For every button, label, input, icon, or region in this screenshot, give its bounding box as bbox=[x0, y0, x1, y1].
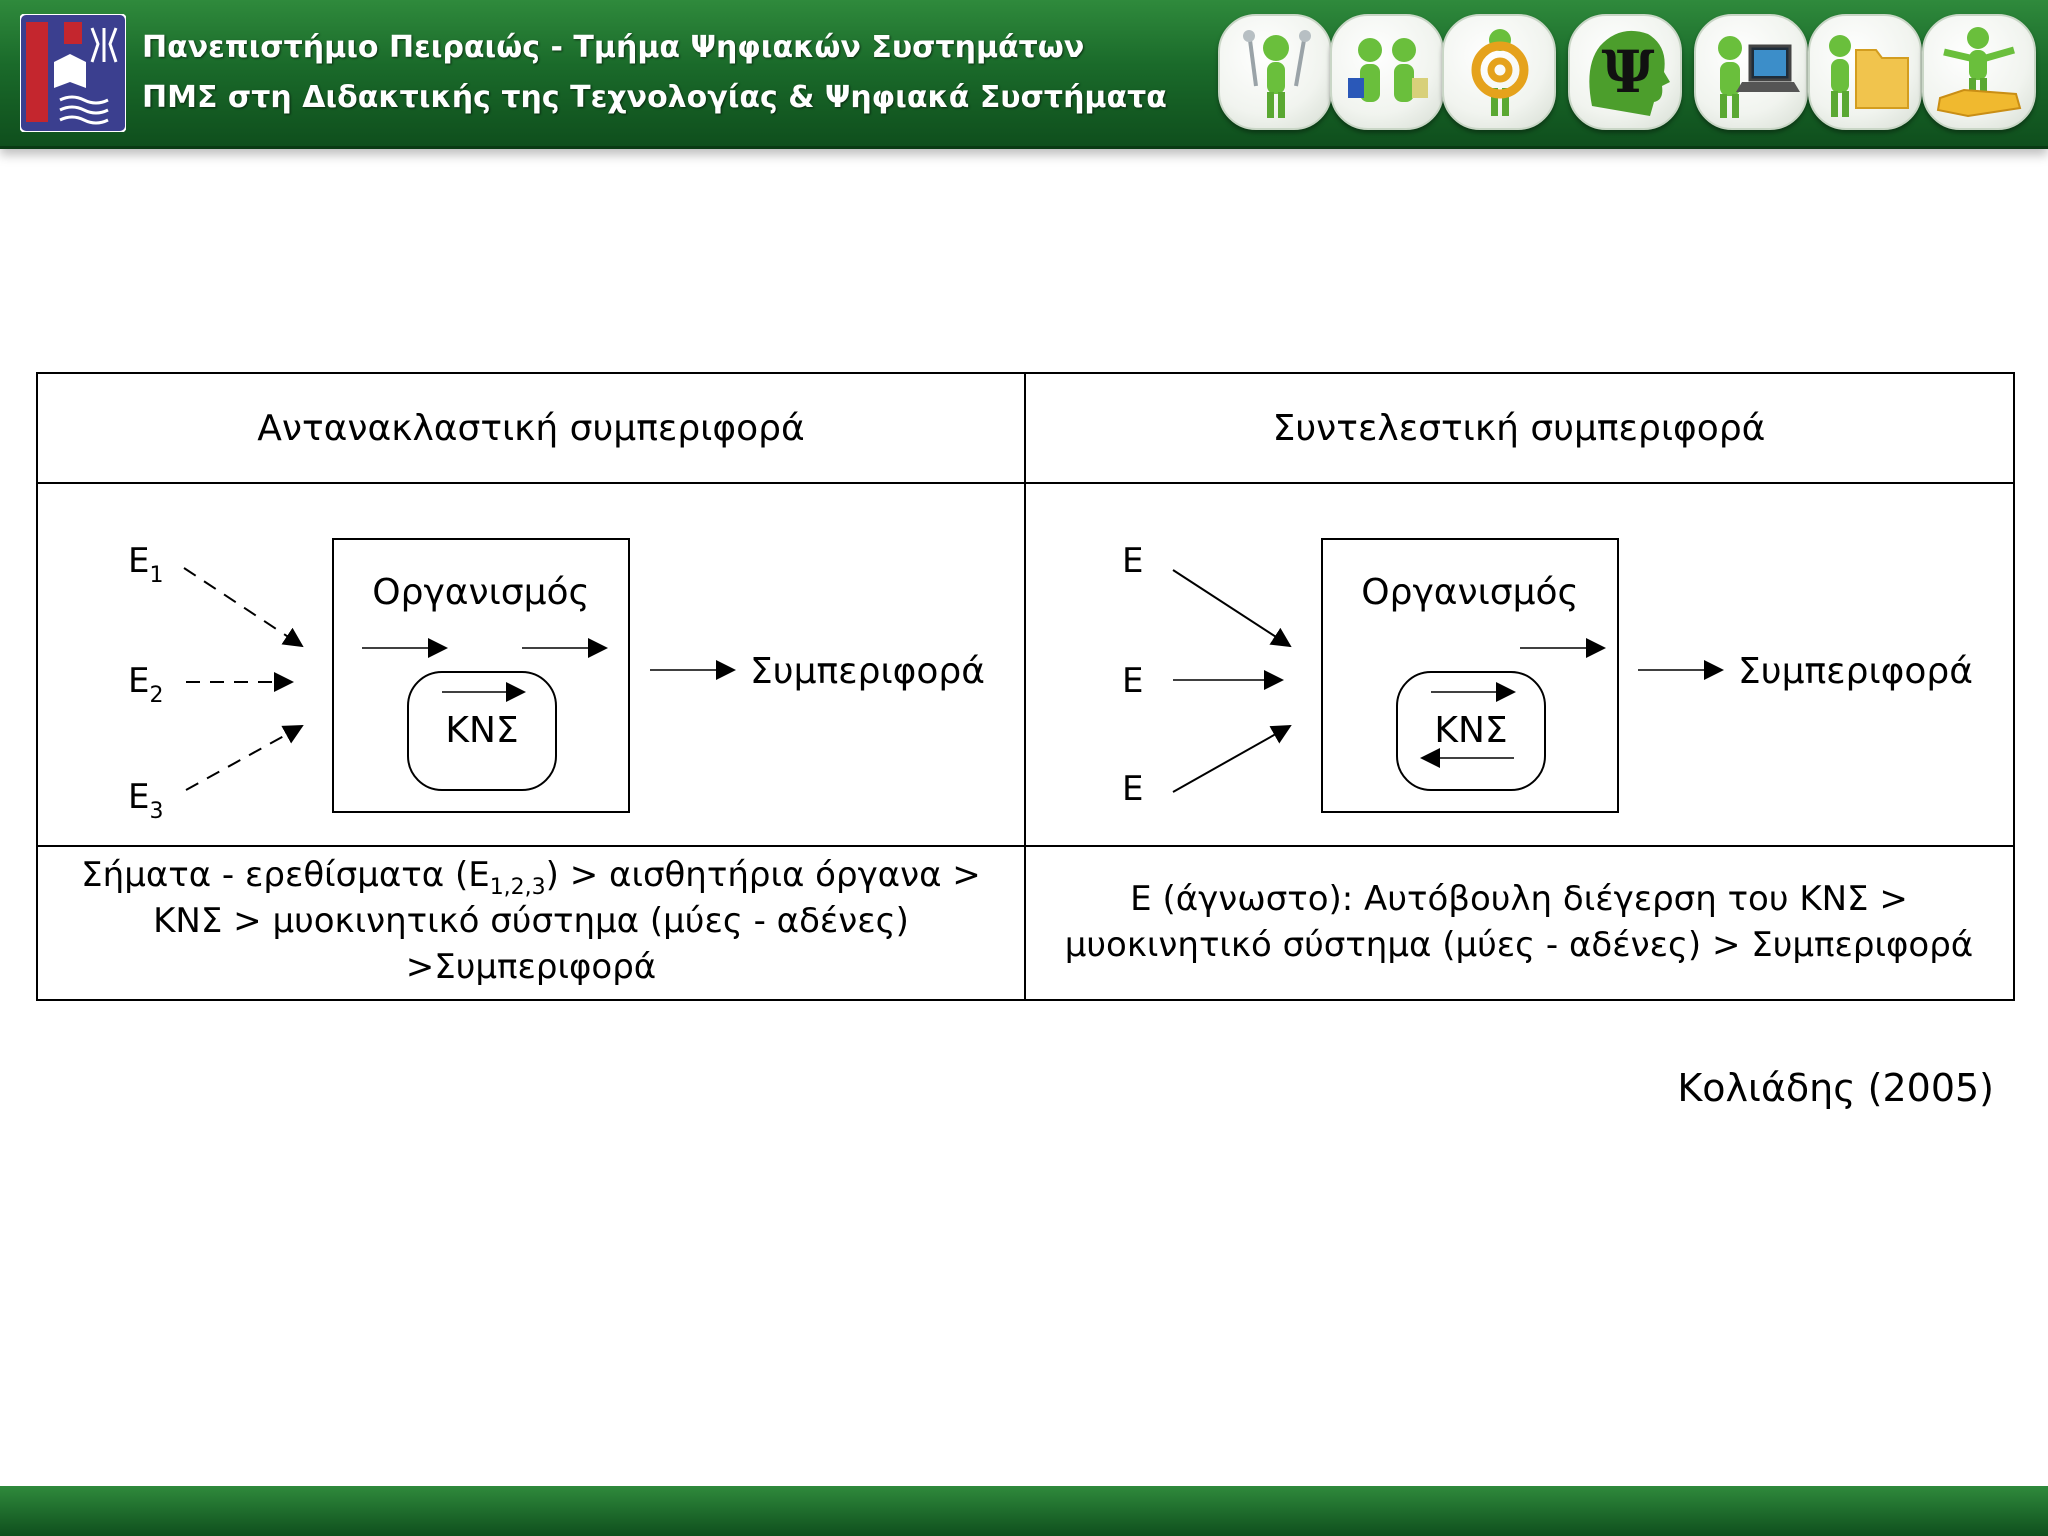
behavior-output-label: Συμπεριφορά bbox=[750, 651, 985, 692]
header-title-program: ΠΜΣ στη Διδακτικής της Τεχνολογίας & Ψηφ… bbox=[142, 80, 1167, 115]
header-icon-strip: Ψ bbox=[1218, 14, 2038, 132]
stimulus-e3-label: Ε3 bbox=[128, 777, 163, 824]
psi-glyph: Ψ bbox=[1602, 38, 1655, 106]
reflex-diagram: Ε1 Ε2 Ε3 Οργανισμός ΚΝΣ Συμπεριφορά bbox=[128, 538, 985, 824]
footer-bar bbox=[0, 1486, 2048, 1536]
organism-box bbox=[1321, 538, 1619, 813]
stimulus-e3-arrow bbox=[185, 725, 304, 791]
cns-box bbox=[407, 671, 557, 791]
reflex-caption-line3: >Συμπεριφορά bbox=[406, 947, 656, 987]
organism-label: Οργανισμός bbox=[372, 572, 589, 613]
figures-reading-icon bbox=[1330, 14, 1444, 130]
figure-at-sign-icon bbox=[1442, 14, 1556, 130]
figure-puzzle-icon bbox=[1922, 14, 2036, 130]
stimulus-e1-arrow bbox=[183, 567, 304, 648]
operant-caption-line1: Ε (άγνωστο): Αυτόβουλη διέγερση του ΚΝΣ … bbox=[1130, 879, 1908, 919]
behavior-output-label: Συμπεριφορά bbox=[1738, 651, 1973, 692]
reflex-caption-line1: Σήματα - ερεθίσματα (Ε1,2,3) > αισθητήρι… bbox=[81, 855, 981, 900]
figure-microphones-icon bbox=[1218, 14, 1332, 130]
stimulus-e-middle-label: Ε bbox=[1122, 661, 1143, 701]
reflex-caption-line2: ΚΝΣ > μυοκινητικό σύστημα (μύες - αδένες… bbox=[153, 901, 909, 941]
cns-box bbox=[1396, 671, 1546, 791]
stimulus-e2-label: Ε2 bbox=[128, 661, 163, 708]
stimulus-e-top-arrow bbox=[1172, 569, 1292, 648]
figure-folder-icon bbox=[1808, 14, 1922, 130]
operant-caption-line2: μυοκινητικό σύστημα (μύες - αδένες) > Συ… bbox=[1065, 925, 1973, 965]
operant-behavior-title: Συντελεστική συμπεριφορά bbox=[1273, 408, 1766, 449]
header-bar: Πανεπιστήμιο Πειραιώς - Τμήμα Ψηφιακών Σ… bbox=[0, 0, 2048, 149]
cns-label: ΚΝΣ bbox=[1434, 710, 1507, 751]
university-logo bbox=[20, 14, 126, 132]
figure-laptop-icon bbox=[1694, 14, 1808, 130]
citation: Κολιάδης (2005) bbox=[1677, 1066, 1994, 1110]
cns-label: ΚΝΣ bbox=[445, 710, 518, 751]
reflex-behavior-title: Αντανακλαστική συμπεριφορά bbox=[257, 408, 804, 449]
stimulus-e-bottom-arrow bbox=[1172, 725, 1292, 793]
psi-head-icon: Ψ bbox=[1568, 14, 1682, 130]
stimulus-e-bottom-label: Ε bbox=[1122, 769, 1143, 809]
stimulus-e-top-label: Ε bbox=[1122, 541, 1143, 581]
header-title-university: Πανεπιστήμιο Πειραιώς - Τμήμα Ψηφιακών Σ… bbox=[142, 30, 1085, 65]
organism-box bbox=[332, 538, 630, 813]
organism-label: Οργανισμός bbox=[1361, 572, 1578, 613]
operant-diagram: Ε Ε Ε Οργανισμός ΚΝΣ Συμπεριφορά bbox=[1122, 538, 1973, 813]
stimulus-e1-label: Ε1 bbox=[128, 541, 163, 588]
